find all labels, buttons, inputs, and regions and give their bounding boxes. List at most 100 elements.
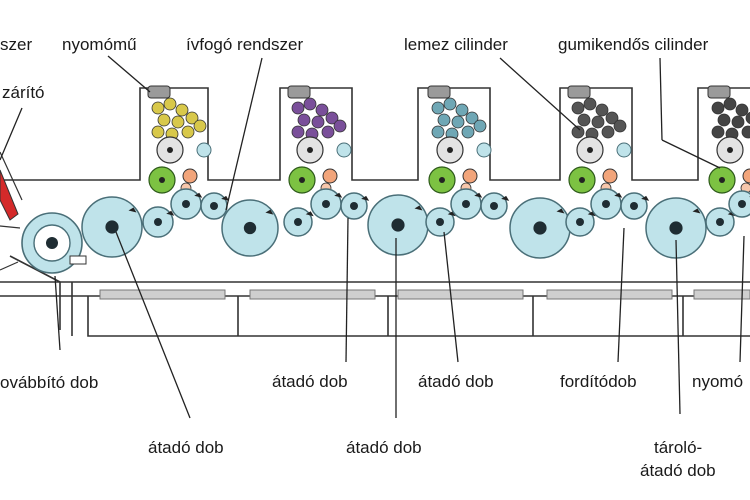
ink-roller: [303, 97, 317, 111]
feeder-drum: [0, 212, 87, 274]
ink-roller: [325, 111, 339, 125]
ink-roller: [315, 103, 329, 117]
ink-roller: [185, 111, 199, 125]
label-printing-cut: nyomó: [692, 372, 743, 391]
ink-roller: [595, 103, 609, 117]
ink-roller: [171, 115, 185, 129]
ink-roller: [741, 125, 750, 139]
ink-roller: [291, 125, 305, 139]
ink-roller: [601, 125, 615, 139]
ink-roller: [175, 103, 189, 117]
ink-roller: [577, 113, 591, 127]
label-printing-unit: nyomómű: [62, 35, 137, 54]
impression-cylinder: [340, 192, 370, 220]
ink-fountain: [427, 85, 451, 99]
printing-unit: [287, 85, 352, 194]
impression-cylinder: [728, 190, 750, 218]
ink-roller: [723, 97, 737, 111]
label-transfer-drum-3: átadó dob: [346, 438, 422, 457]
label-feed-drum: ovábbító dob: [0, 373, 98, 392]
impression-cylinder: [620, 192, 650, 220]
label-blanket-cylinder: gumikendős cilinder: [558, 35, 709, 54]
dampening-roller: [742, 168, 750, 184]
ink-roller: [431, 125, 445, 139]
dampening-roller: [462, 168, 478, 184]
large-transfer-drum: [221, 199, 279, 257]
ink-fountain: [707, 85, 731, 99]
ink-roller: [291, 101, 305, 115]
ink-roller: [461, 125, 475, 139]
ink-roller: [455, 103, 469, 117]
impression-cylinder: [425, 207, 456, 237]
ink-roller: [745, 111, 750, 125]
ink-roller: [443, 97, 457, 111]
printing-unit: [707, 85, 750, 194]
ink-roller: [613, 119, 627, 133]
ink-roller: [181, 125, 195, 139]
base-bars: [99, 289, 750, 300]
impression-cylinder: [590, 188, 623, 220]
impression-cylinder: [283, 207, 314, 237]
dampening-roller: [602, 168, 618, 184]
dryer-unit: [0, 151, 23, 221]
water-roller: [196, 142, 212, 158]
label-transfer-drum-2: átadó dob: [272, 372, 348, 391]
label-storage-transfer-2: átadó dob: [640, 461, 716, 480]
large-transfer-drum: [509, 197, 571, 259]
ink-roller: [465, 111, 479, 125]
impression-cylinder: [565, 207, 596, 237]
impression-cylinder: [480, 192, 510, 220]
ink-roller: [437, 113, 451, 127]
label-transfer-drum-4: átadó dob: [418, 372, 494, 391]
large-transfer-drum: [645, 197, 707, 259]
ink-roller: [591, 115, 605, 129]
ink-roller: [151, 101, 165, 115]
label-plate-cylinder: lemez cilinder: [404, 35, 508, 54]
label-perfecting-drum: fordítódob: [560, 372, 637, 391]
impression-cylinder: [170, 188, 203, 220]
large-transfer-drum: [367, 194, 429, 256]
ink-roller: [157, 113, 171, 127]
printing-units: [147, 85, 750, 194]
label-gripper-system: ívfogó rendszer: [186, 35, 304, 54]
ink-roller: [717, 113, 731, 127]
label-transfer-drum-1: átadó dob: [148, 438, 224, 457]
ink-roller: [571, 101, 585, 115]
ink-roller: [731, 115, 745, 129]
label-storage-transfer-1: tároló-: [654, 438, 702, 457]
ink-roller: [473, 119, 487, 133]
large-transfer-drum: [81, 196, 143, 258]
ink-roller: [321, 125, 335, 139]
printing-unit: [427, 85, 492, 194]
ink-roller: [333, 119, 347, 133]
ink-fountain: [567, 85, 591, 99]
ink-roller: [193, 119, 207, 133]
dampening-roller: [322, 168, 338, 184]
ink-roller: [431, 101, 445, 115]
ink-roller: [583, 97, 597, 111]
transfer-drums: [81, 188, 750, 259]
leader-lines: [0, 55, 745, 419]
printing-unit: [147, 85, 212, 194]
dampening-roller: [182, 168, 198, 184]
label-left-cut: szer: [0, 35, 32, 54]
ink-roller: [451, 115, 465, 129]
ink-fountain: [147, 85, 171, 99]
label-dryer: zárító: [2, 83, 45, 102]
ink-roller: [711, 101, 725, 115]
impression-cylinder: [142, 206, 175, 238]
ink-fountain: [287, 85, 311, 99]
printing-unit: [567, 85, 632, 194]
impression-cylinder: [310, 188, 343, 220]
ink-roller: [571, 125, 585, 139]
ink-roller: [605, 111, 619, 125]
labels: szer nyomómű ívfogó rendszer lemez cilin…: [0, 35, 743, 480]
ink-roller: [711, 125, 725, 139]
ink-roller: [735, 103, 749, 117]
ink-roller: [151, 125, 165, 139]
ink-roller: [311, 115, 325, 129]
water-roller: [336, 142, 352, 158]
impression-cylinder: [450, 188, 483, 220]
ink-roller: [297, 113, 311, 127]
